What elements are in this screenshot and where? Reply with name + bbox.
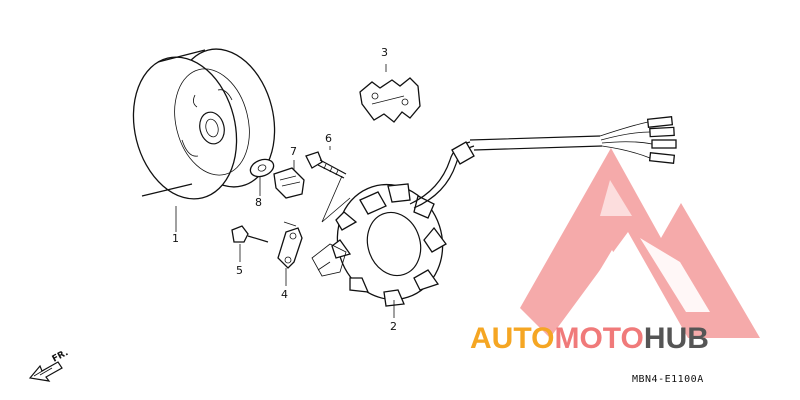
watermark-word-hub: HUB bbox=[644, 322, 709, 355]
front-direction-arrow-icon bbox=[28, 361, 63, 382]
leader-lines bbox=[175, 64, 395, 318]
callout-1: 1 bbox=[172, 232, 179, 245]
watermark-word-moto: MOTO bbox=[554, 322, 643, 355]
callout-8: 8 bbox=[255, 196, 262, 209]
stator-part bbox=[311, 183, 447, 307]
callout-4: 4 bbox=[281, 288, 288, 301]
watermark-text: AUTOMOTOHUB bbox=[470, 322, 709, 355]
callout-3: 3 bbox=[381, 46, 388, 59]
watermark-word-auto: AUTO bbox=[470, 322, 554, 355]
callout-7: 7 bbox=[290, 145, 297, 158]
callout-5: 5 bbox=[236, 264, 243, 277]
watermark-logo bbox=[520, 148, 760, 338]
flywheel-part bbox=[132, 48, 276, 200]
callout-6: 6 bbox=[325, 132, 332, 145]
stator-bolt-part bbox=[305, 151, 347, 179]
flywheel-bolt-part bbox=[273, 167, 305, 199]
diagram-code: MBN4-E1100A bbox=[632, 374, 704, 385]
bracket-plate-part bbox=[359, 77, 421, 123]
front-direction-label: FR. bbox=[51, 348, 70, 365]
wire-harness bbox=[409, 116, 677, 209]
clamp-part bbox=[277, 227, 303, 269]
washer-part bbox=[249, 158, 275, 178]
callout-2: 2 bbox=[390, 320, 397, 333]
small-bolt-part bbox=[231, 225, 269, 243]
